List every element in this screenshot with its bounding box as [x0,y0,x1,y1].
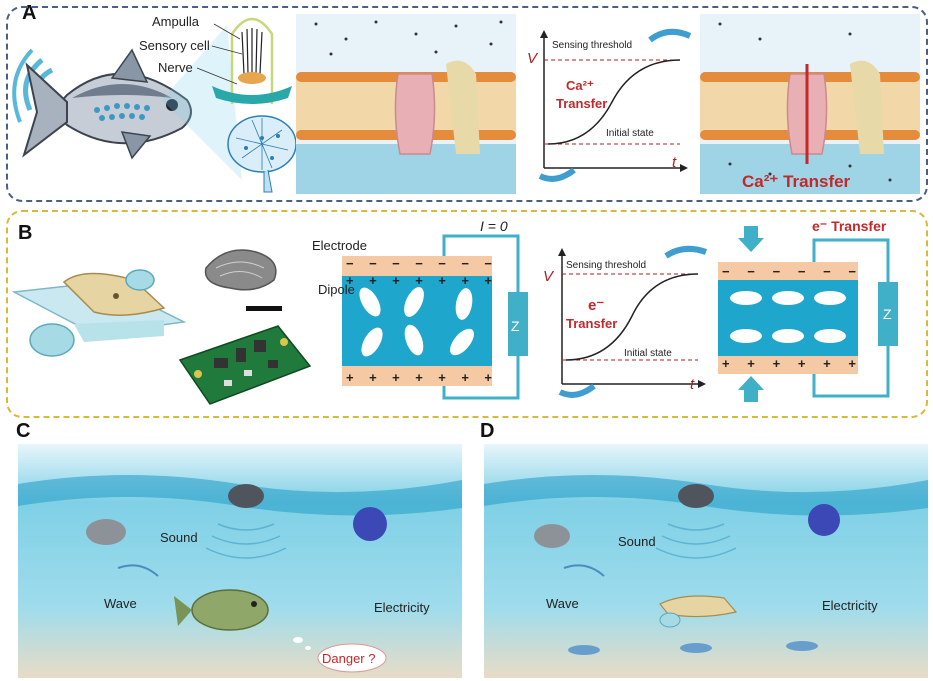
graph-a-initial: Initial state [606,128,654,139]
scale-bar [246,306,282,311]
graph-b-initial: Initial state [624,348,672,359]
panel-c-danger: Danger ? [322,651,376,666]
underwater-scene-c [18,444,462,678]
membrane-transfer-label: Ca²⁺ Transfer [742,172,851,191]
graph-b-t-label: t [690,376,695,393]
graph-b-transfer-word: Transfer [566,316,618,331]
graph-a-v-label: V [527,50,538,67]
cell-membrane-image [296,14,516,194]
dipole-label: Dipole [318,282,355,297]
panel-a-frame [6,6,928,202]
panel-d-electricity: Electricity [822,598,878,613]
current-label: I = 0 [480,218,508,234]
electrode-top-plus-left: ++ ++ ++ + [346,273,492,288]
dielectric-capacitor [342,234,528,400]
panel-c-sound: Sound [160,530,198,545]
cell-membrane-transfer-image [700,14,920,194]
graph-a-transfer-ion: Ca²⁺ [566,78,594,93]
circuit-board [178,325,312,405]
ampulla-diagram [196,17,292,104]
nerve-label: Nerve [158,60,193,75]
panel-d-wave: Wave [546,596,579,611]
threshold-graph-a [538,28,692,182]
electrode-label: Electrode [312,238,367,253]
electrode-top-charges-right: −− −− −− [722,264,856,279]
electrode-top-charges-left: −− −− −− − [346,256,492,271]
panel-c-letter: C [16,420,31,442]
threshold-graph-b [558,245,708,398]
sensory-cell-label: Sensory cell [139,38,210,53]
brain-icon [227,115,297,193]
panel-c-electricity: Electricity [374,600,430,615]
graph-b-transfer-ion: e⁻ [588,297,605,314]
graph-a-threshold: Sensing threshold [552,40,633,51]
graph-b-threshold: Sensing threshold [566,260,647,271]
impedance-left: Z [511,318,520,334]
fish-illustration [12,25,242,180]
panel-b-frame [6,210,928,418]
electrode-bottom-plus-right: ++ ++ ++ [722,356,856,371]
e-transfer-label: e⁻ Transfer [812,218,887,234]
panel-d-sound: Sound [618,534,656,549]
ampulla-label: Ampulla [152,14,199,29]
panel-c-wave: Wave [104,596,137,611]
panel-b-letter: B [18,222,33,244]
graph-b-v-label: V [543,268,554,285]
mesh-structure [204,249,277,291]
underwater-scene-d [484,444,928,678]
robot-device [11,269,187,357]
impedance-right: Z [883,306,892,322]
electrode-bottom-plus-left: ++ ++ ++ + [346,370,492,385]
panel-d-letter: D [480,420,495,442]
graph-a-transfer-word: Transfer [556,96,608,111]
compressed-capacitor [718,226,898,402]
graph-a-t-label: t [672,154,677,171]
